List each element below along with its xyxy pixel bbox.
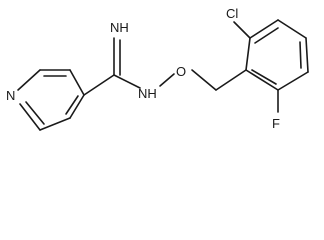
oxy-linker bbox=[159, 69, 247, 91]
oxygen-label: O bbox=[176, 64, 186, 79]
chlorine-label: Cl bbox=[226, 6, 238, 21]
fluorine-label: F bbox=[272, 116, 280, 131]
amine-label: NH bbox=[138, 86, 157, 101]
imine-label: NH bbox=[110, 20, 129, 35]
pyridine-nitrogen-label: N bbox=[6, 88, 15, 103]
chemical-structure: NH NH O Cl F N bbox=[6, 6, 309, 131]
benzene-ring bbox=[233, 19, 309, 113]
amidine-group bbox=[83, 37, 141, 96]
pyridine-ring bbox=[17, 69, 85, 131]
